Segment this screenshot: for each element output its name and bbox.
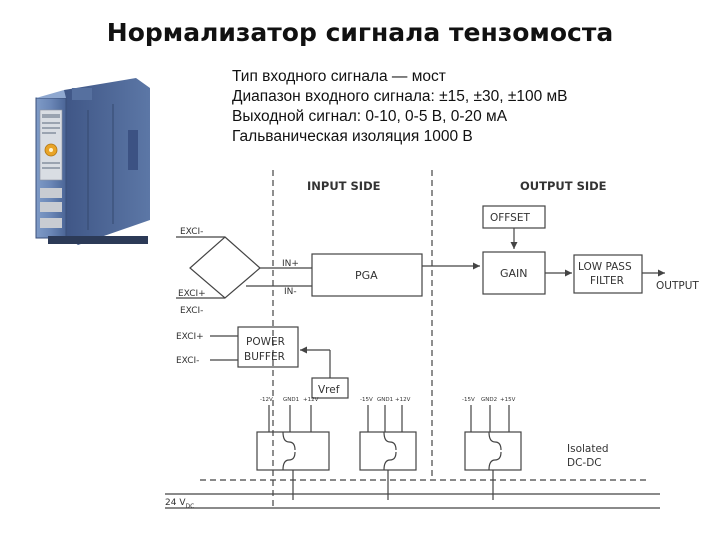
spec-input-type: Тип входного сигнала — мост: [232, 67, 568, 87]
lpf-label-1: LOW PASS: [578, 261, 632, 273]
in-minus-label: IN-: [284, 287, 297, 297]
power-buffer-label-1: POWER: [246, 336, 285, 348]
rail-left-3: +12V: [303, 397, 319, 403]
power-buffer-label-2: BUFFER: [244, 351, 285, 363]
spec-input-range: Диапазон входного сигнала: ±15, ±30, ±10…: [232, 87, 568, 107]
output-label: OUTPUT: [656, 280, 699, 292]
rail-right-1: -15V: [462, 397, 475, 403]
block-diagram: INPUT SIDE OUTPUT SIDE PGA OFFSET GAIN L…: [160, 160, 720, 540]
output-side-label: OUTPUT SIDE: [520, 179, 607, 193]
rail-left-2: GND1: [283, 397, 299, 403]
spec-output-signal: Выходной сигнал: 0-10, 0-5 В, 0-20 мА: [232, 107, 568, 127]
isolator-middle: [360, 405, 416, 500]
offset-label: OFFSET: [490, 212, 530, 224]
pga-label: PGA: [355, 269, 378, 282]
exci-minus-bottom-label: EXCI-: [180, 306, 203, 316]
input-side-label: INPUT SIDE: [307, 179, 381, 193]
rail-left-1: -12V: [260, 397, 273, 403]
isolator-right: [465, 405, 521, 500]
exci-minus-buffer-label: EXCI-: [176, 356, 199, 366]
exci-plus-bottom-label: EXCI+: [178, 289, 206, 299]
rail-middle-2: GND1: [377, 397, 393, 403]
in-plus-label: IN+: [282, 259, 299, 269]
exci-plus-buffer-label: EXCI+: [176, 332, 204, 342]
rail-right-2: GND2: [481, 397, 497, 403]
isolator-left: [257, 405, 329, 500]
spec-isolation: Гальваническая изоляция 1000 В: [232, 127, 568, 147]
slide-title: Нормализатор сигнала тензомоста: [0, 18, 720, 47]
vref-label: Vref: [318, 384, 340, 396]
exci-minus-top-label: EXCI-: [180, 227, 203, 237]
dcdc-label: DC-DC: [567, 457, 602, 469]
rail-right-3: +15V: [500, 397, 516, 403]
rail-middle-1: -15V: [360, 397, 373, 403]
isolated-label: Isolated: [567, 443, 609, 455]
din-rail-module-image: [28, 70, 158, 250]
lpf-label-2: FILTER: [590, 275, 624, 287]
gain-label: GAIN: [500, 267, 528, 280]
rail-middle-3: +12V: [395, 397, 411, 403]
spec-list: Тип входного сигнала — мост Диапазон вхо…: [232, 67, 568, 147]
